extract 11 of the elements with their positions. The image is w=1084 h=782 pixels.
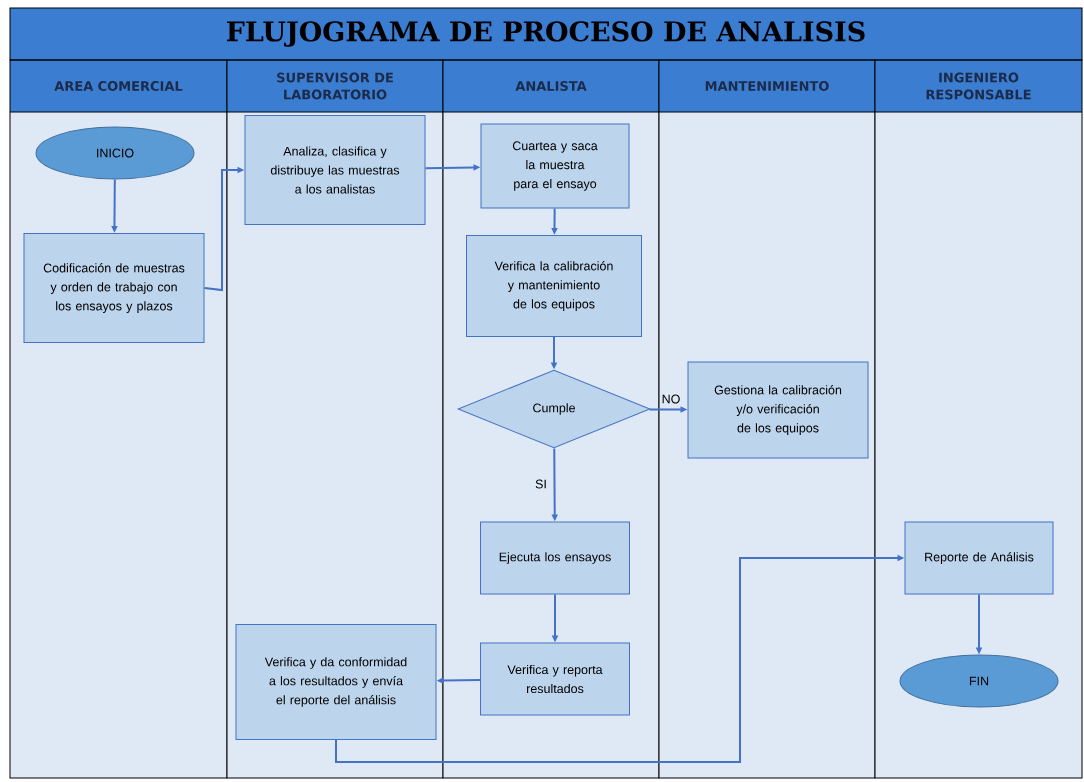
edge-label: SI (533, 478, 549, 490)
process-box: Ejecuta los ensayos (480, 521, 630, 595)
process-box: Codificación de muestras y orden de trabajo con los ensayos y plazos (23, 233, 205, 343)
process-box: Reporte de Análisis (904, 521, 1054, 595)
process-box: Cuartea y saca la muestra para el ensayo (480, 123, 630, 209)
process-box: Verifica la calibración y mantenimiento de los equipos (466, 235, 642, 337)
process-box: Verifica y da conformidad a los resultados y envía el reporte del análisis (235, 624, 437, 740)
process-box: Gestiona la calibración y/o verificación de los equipos (687, 361, 869, 459)
process-box: Verifica y reporta resultados (480, 642, 630, 716)
edge-label: NO (660, 393, 682, 405)
process-box: Analiza, clasifica y distribuye las muestras a los analistas (244, 115, 426, 225)
